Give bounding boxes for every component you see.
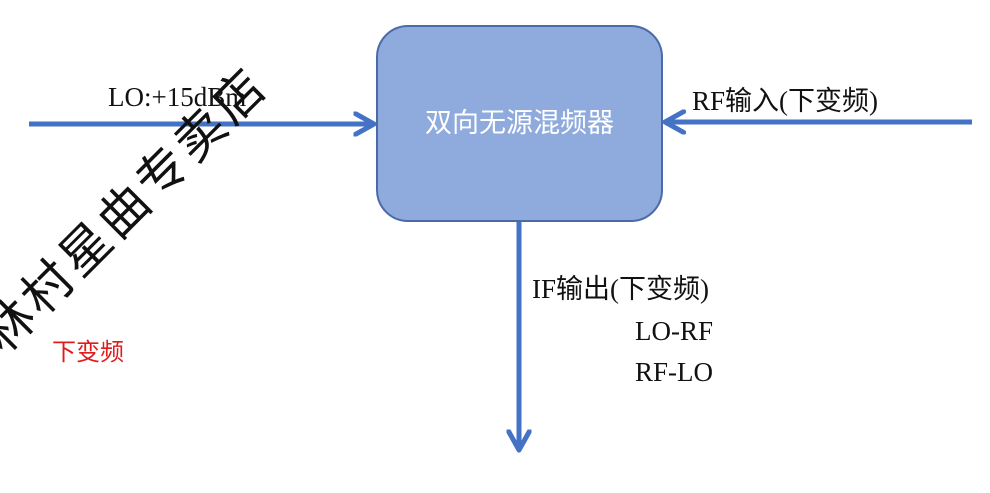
- lo-port-label: LO:+15dBm: [108, 82, 247, 112]
- rf-port-label: RF输入(下变频): [692, 86, 879, 116]
- if-port-label: IF输出(下变频): [532, 274, 709, 304]
- if-product-lo-rf: LO-RF: [635, 316, 714, 346]
- if-product-rf-lo: RF-LO: [635, 357, 714, 387]
- mode-label: 下变频: [52, 338, 124, 366]
- mixer-block: 双向无源混频器: [376, 25, 663, 222]
- mixer-title: 双向无源混频器: [425, 108, 614, 139]
